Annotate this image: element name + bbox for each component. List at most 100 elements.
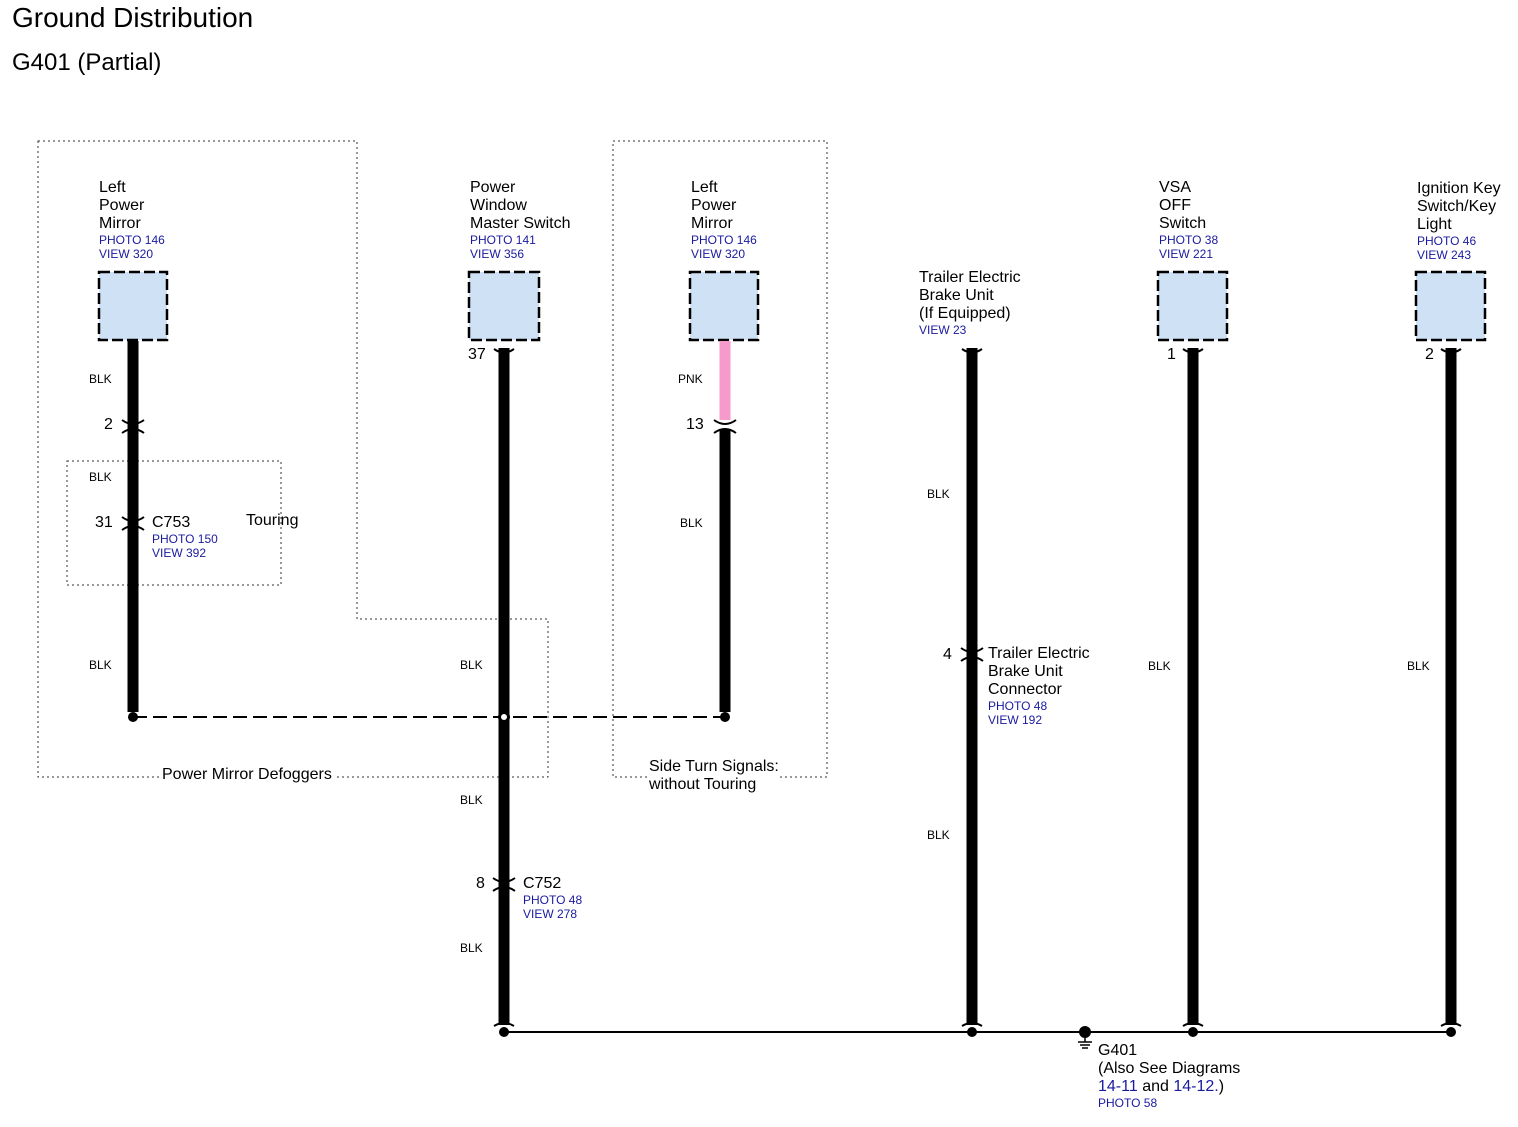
photo-link[interactable]: PHOTO 46	[1417, 234, 1477, 248]
component-box-left-mirror-2	[688, 270, 760, 342]
component-power-window-master-switch: Power Window Master Switch PHOTO 141 VIE…	[470, 179, 570, 261]
ground-diagram-links: 14-11 and 14-12.)	[1098, 1078, 1240, 1096]
wire-color-label: BLK	[1148, 659, 1171, 673]
connector-name-line: Connector	[988, 681, 1062, 698]
view-link[interactable]: VIEW 320	[691, 247, 746, 261]
component-name-line: OFF	[1159, 197, 1191, 214]
pin-number: 8	[476, 875, 485, 892]
region-label-line: Side Turn Signals:	[649, 758, 779, 775]
component-name-line: Ignition Key	[1417, 180, 1501, 197]
photo-link[interactable]: PHOTO 150	[152, 532, 218, 546]
component-name-line: (If Equipped)	[919, 305, 1011, 322]
defoggers-region	[37, 140, 549, 778]
wire-color-label: BLK	[89, 372, 112, 386]
and-text: and	[1142, 1078, 1169, 1095]
component-name-line: Master Switch	[470, 215, 571, 232]
component-name-line: Left	[99, 179, 126, 196]
wire-color-label: BLK	[1407, 659, 1430, 673]
photo-link[interactable]: PHOTO 146	[99, 233, 165, 247]
pin-number: 37	[468, 346, 486, 363]
view-link[interactable]: VIEW 221	[1159, 247, 1214, 261]
ground-name: G401	[1098, 1042, 1138, 1059]
connector-c753: C753 PHOTO 150 VIEW 392	[152, 514, 218, 560]
component-left-power-mirror-2: Left Power Mirror PHOTO 146 VIEW 320	[691, 179, 757, 261]
component-vsa-off-switch: VSA OFF Switch PHOTO 38 VIEW 221	[1159, 179, 1218, 261]
wire-color-label: BLK	[89, 470, 112, 484]
view-link[interactable]: VIEW 392	[152, 546, 207, 560]
pin-number: 13	[686, 416, 704, 433]
connector-break-2	[121, 419, 145, 434]
wire-color-label: BLK	[460, 941, 483, 955]
component-name-line: Mirror	[691, 215, 733, 232]
component-name-line: Left	[691, 179, 718, 196]
photo-link[interactable]: PHOTO 38	[1159, 233, 1219, 247]
touring-region	[66, 460, 282, 586]
diagram-link-14-12[interactable]: 14-12.	[1173, 1078, 1219, 1095]
close-paren: )	[1218, 1078, 1225, 1095]
page-subtitle: G401 (Partial)	[12, 49, 162, 76]
view-link[interactable]: VIEW 356	[470, 247, 525, 261]
wire-color-label: BLK	[460, 658, 483, 672]
photo-link[interactable]: PHOTO 48	[523, 893, 583, 907]
ground-g401: G401 (Also See Diagrams 14-11 and 14-12.…	[1098, 1042, 1240, 1110]
component-name-line: Trailer Electric	[919, 269, 1021, 286]
pin-number: 1	[1167, 346, 1176, 363]
connector-break-13	[713, 419, 737, 434]
touring-region-label: Touring	[246, 512, 299, 529]
view-link[interactable]: VIEW 23	[919, 323, 967, 337]
wire-color-label: BLK	[927, 487, 950, 501]
photo-link[interactable]: PHOTO 58	[1098, 1096, 1158, 1110]
component-name-line: Window	[470, 197, 527, 214]
connector-name-line: Trailer Electric	[988, 645, 1090, 662]
component-box-ignition-light	[1414, 270, 1487, 342]
wire-color-label: PNK	[678, 372, 703, 386]
view-link[interactable]: VIEW 320	[99, 247, 154, 261]
component-name-line: VSA	[1159, 179, 1192, 196]
connector-name: C752	[523, 875, 562, 892]
view-link[interactable]: VIEW 278	[523, 907, 578, 921]
photo-link[interactable]: PHOTO 146	[691, 233, 757, 247]
ground-icon	[1078, 1038, 1092, 1049]
pin-number: 2	[1425, 346, 1434, 363]
region-label-line: without Touring	[649, 776, 757, 793]
component-name-line: Brake Unit	[919, 287, 994, 304]
splice-dot-left	[128, 712, 138, 722]
component-box-window-switch	[467, 270, 541, 342]
page-title: Ground Distribution	[12, 2, 254, 33]
wire-color-label: BLK	[927, 828, 950, 842]
photo-link[interactable]: PHOTO 141	[470, 233, 536, 247]
component-name-line: Power	[470, 179, 516, 196]
side-turn-region-label: Side Turn Signals: without Touring	[649, 758, 779, 794]
component-name-line: Power	[691, 197, 737, 214]
photo-link[interactable]: PHOTO 48	[988, 699, 1048, 713]
connector-name: C753	[152, 514, 191, 531]
connector-break-trailer	[960, 647, 984, 662]
component-name-line: Power	[99, 197, 145, 214]
pin-number: 2	[104, 416, 113, 433]
splice-dot-right	[720, 712, 730, 722]
connector-break-c752	[492, 877, 516, 892]
component-name-line: Mirror	[99, 215, 141, 232]
component-name-line: Light	[1417, 216, 1452, 233]
defoggers-region-label: Power Mirror Defoggers	[160, 766, 334, 784]
connector-trailer-electric-brake-unit: Trailer Electric Brake Unit Connector PH…	[988, 645, 1090, 727]
wire-color-label: BLK	[680, 516, 703, 530]
component-ignition-key-switch-light: Ignition Key Switch/Key Light PHOTO 46 V…	[1417, 180, 1501, 262]
component-left-power-mirror-1: Left Power Mirror PHOTO 146 VIEW 320	[99, 179, 165, 261]
component-box-left-mirror-1	[97, 270, 169, 342]
component-name-line: Switch/Key	[1417, 198, 1497, 215]
ground-note: (Also See Diagrams	[1098, 1060, 1241, 1077]
diagram-link-14-11[interactable]: 14-11	[1098, 1078, 1138, 1095]
view-link[interactable]: VIEW 243	[1417, 248, 1472, 262]
wire-color-label: BLK	[460, 793, 483, 807]
component-trailer-electric-brake-unit: Trailer Electric Brake Unit (If Equipped…	[919, 269, 1021, 337]
pin-number: 4	[943, 646, 952, 663]
pin-number: 31	[95, 514, 113, 531]
connector-c752: C752 PHOTO 48 VIEW 278	[523, 875, 582, 921]
view-link[interactable]: VIEW 192	[988, 713, 1043, 727]
connector-break-c753	[121, 516, 145, 531]
wire-color-label: BLK	[89, 658, 112, 672]
component-name-line: Switch	[1159, 215, 1207, 232]
component-box-vsa-switch	[1156, 270, 1229, 342]
